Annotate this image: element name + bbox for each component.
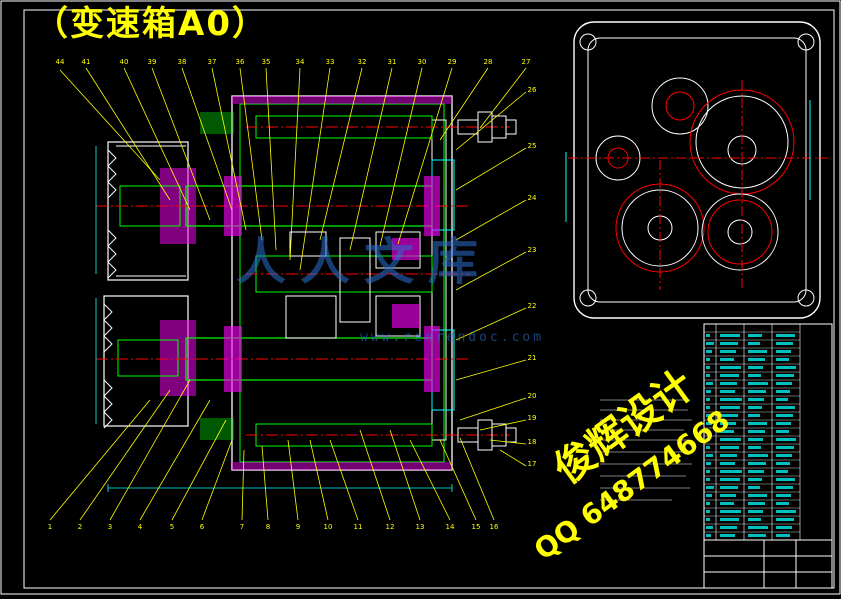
callout-number: 36 [236,58,245,66]
callout-number: 24 [528,194,537,202]
callout-number: 21 [528,354,537,362]
callout-number: 9 [296,523,300,531]
callout-number: 10 [324,523,333,531]
callout-number: 12 [386,523,395,531]
callout-number: 28 [484,58,493,66]
callout-number: 5 [170,523,174,531]
callout-number: 17 [528,460,537,468]
drawing-title: （变速箱A0） [34,4,268,44]
callout-number: 4 [138,523,143,531]
callout-number: 44 [56,58,65,66]
callout-number: 32 [358,58,367,66]
callout-number: 6 [200,523,205,531]
technical-notes [600,399,692,501]
right-callout-numbers: 26 25 24 23 22 21 20 19 18 17 [528,86,537,468]
callout-number: 3 [108,523,112,531]
callout-number: 20 [528,392,537,400]
callout-number: 13 [416,523,425,531]
site-url-watermark: www.renrendoc.com [360,330,545,345]
callout-number: 14 [446,523,455,531]
callout-number: 31 [388,58,397,66]
callout-number: 1 [48,523,52,531]
callout-number: 37 [208,58,217,66]
callout-number: 15 [472,523,481,531]
callout-number: 22 [528,302,537,310]
leader-lines [49,67,527,521]
callout-number: 41 [82,58,91,66]
callout-number: 11 [354,523,363,531]
site-watermark: 人人文库 [236,233,492,291]
callout-number: 7 [240,523,244,531]
parts-list-table [703,323,833,589]
callout-number: 29 [448,58,457,66]
callout-number: 18 [528,438,537,446]
callout-number: 26 [528,86,537,94]
callout-number: 30 [418,58,427,66]
callout-number: 23 [528,246,537,254]
callout-number: 33 [326,58,335,66]
top-callout-numbers: 44 41 40 39 38 37 36 35 34 33 32 31 30 29 28 27 [56,58,531,66]
callout-number: 35 [262,58,271,66]
side-view [565,21,828,319]
callout-number: 25 [528,142,537,150]
callout-number: 27 [522,58,531,66]
callout-number: 19 [528,414,537,422]
callout-number: 2 [78,523,82,531]
main-section-view [95,95,517,492]
callout-number: 40 [120,58,129,66]
callout-number: 34 [296,58,305,66]
callout-number: 39 [148,58,157,66]
callout-number: 38 [178,58,187,66]
callout-number: 16 [490,523,499,531]
callout-number: 8 [266,523,270,531]
